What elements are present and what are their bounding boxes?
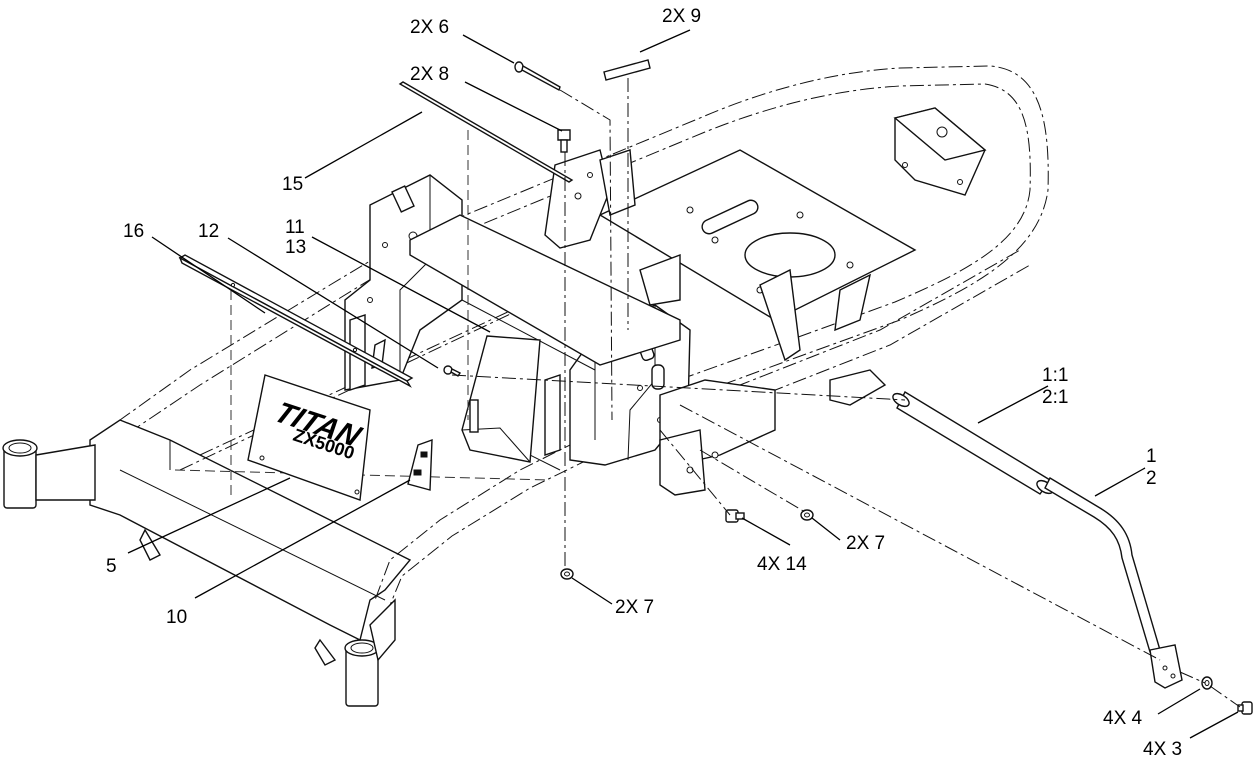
callout-1-1: 1:1	[1042, 365, 1068, 386]
rear-hitch-bracket	[893, 107, 987, 196]
callout-2: 2	[1146, 468, 1157, 489]
assembly-centerlines	[230, 78, 1241, 708]
callout-12: 12	[198, 221, 219, 242]
part-3-bolt	[1237, 701, 1253, 715]
callout-4x14: 4X 14	[757, 554, 807, 575]
part-5-titan-panel: TITAN ZX5000	[247, 374, 371, 501]
seat-pivot-bracket	[544, 149, 636, 249]
part-11-shield	[461, 335, 541, 463]
callout-labels: 2X 6 2X 9 2X 8 15 16 12 11 13 1:1 2:1 1 …	[106, 6, 1182, 760]
callout-2x9: 2X 9	[662, 6, 701, 27]
callout-2x7-rear: 2X 7	[846, 533, 885, 554]
part-12-bolt	[443, 365, 462, 377]
callout-13: 13	[285, 237, 306, 258]
part-4-washer	[1201, 676, 1213, 690]
part-6-bolt	[514, 61, 561, 92]
callout-4x4: 4X 4	[1103, 708, 1143, 729]
part-1-2-handle	[892, 391, 1183, 689]
center-mount-plate	[598, 149, 917, 362]
part-8-bolt	[557, 129, 571, 153]
part-7-nut-lower	[560, 568, 574, 580]
callout-1: 1	[1146, 446, 1157, 467]
rear-side-bracket	[659, 379, 776, 496]
left-caster-tube	[2, 439, 96, 509]
callout-15: 15	[282, 174, 303, 195]
callout-2-1: 2:1	[1042, 387, 1068, 408]
callout-4x3: 4X 3	[1143, 739, 1182, 760]
callout-2x7-lower: 2X 7	[615, 597, 654, 618]
callout-2x8: 2X 8	[410, 64, 449, 85]
frame-tab	[829, 369, 887, 406]
callout-16: 16	[123, 221, 144, 242]
part-7-nut-rear	[800, 509, 814, 521]
callout-11: 11	[285, 217, 305, 238]
tower-cross-panel	[409, 214, 681, 366]
callout-5: 5	[106, 556, 117, 577]
part-9-plate	[603, 59, 651, 81]
leader-lines	[127, 29, 1239, 739]
part-10-decal	[407, 438, 433, 491]
right-caster-tube	[344, 598, 396, 707]
callout-10: 10	[166, 607, 187, 628]
part-14-bolt	[725, 509, 745, 523]
part-15-rod	[398, 81, 574, 183]
callout-2x6: 2X 6	[410, 17, 449, 38]
part-16-flat-bar	[178, 254, 414, 388]
